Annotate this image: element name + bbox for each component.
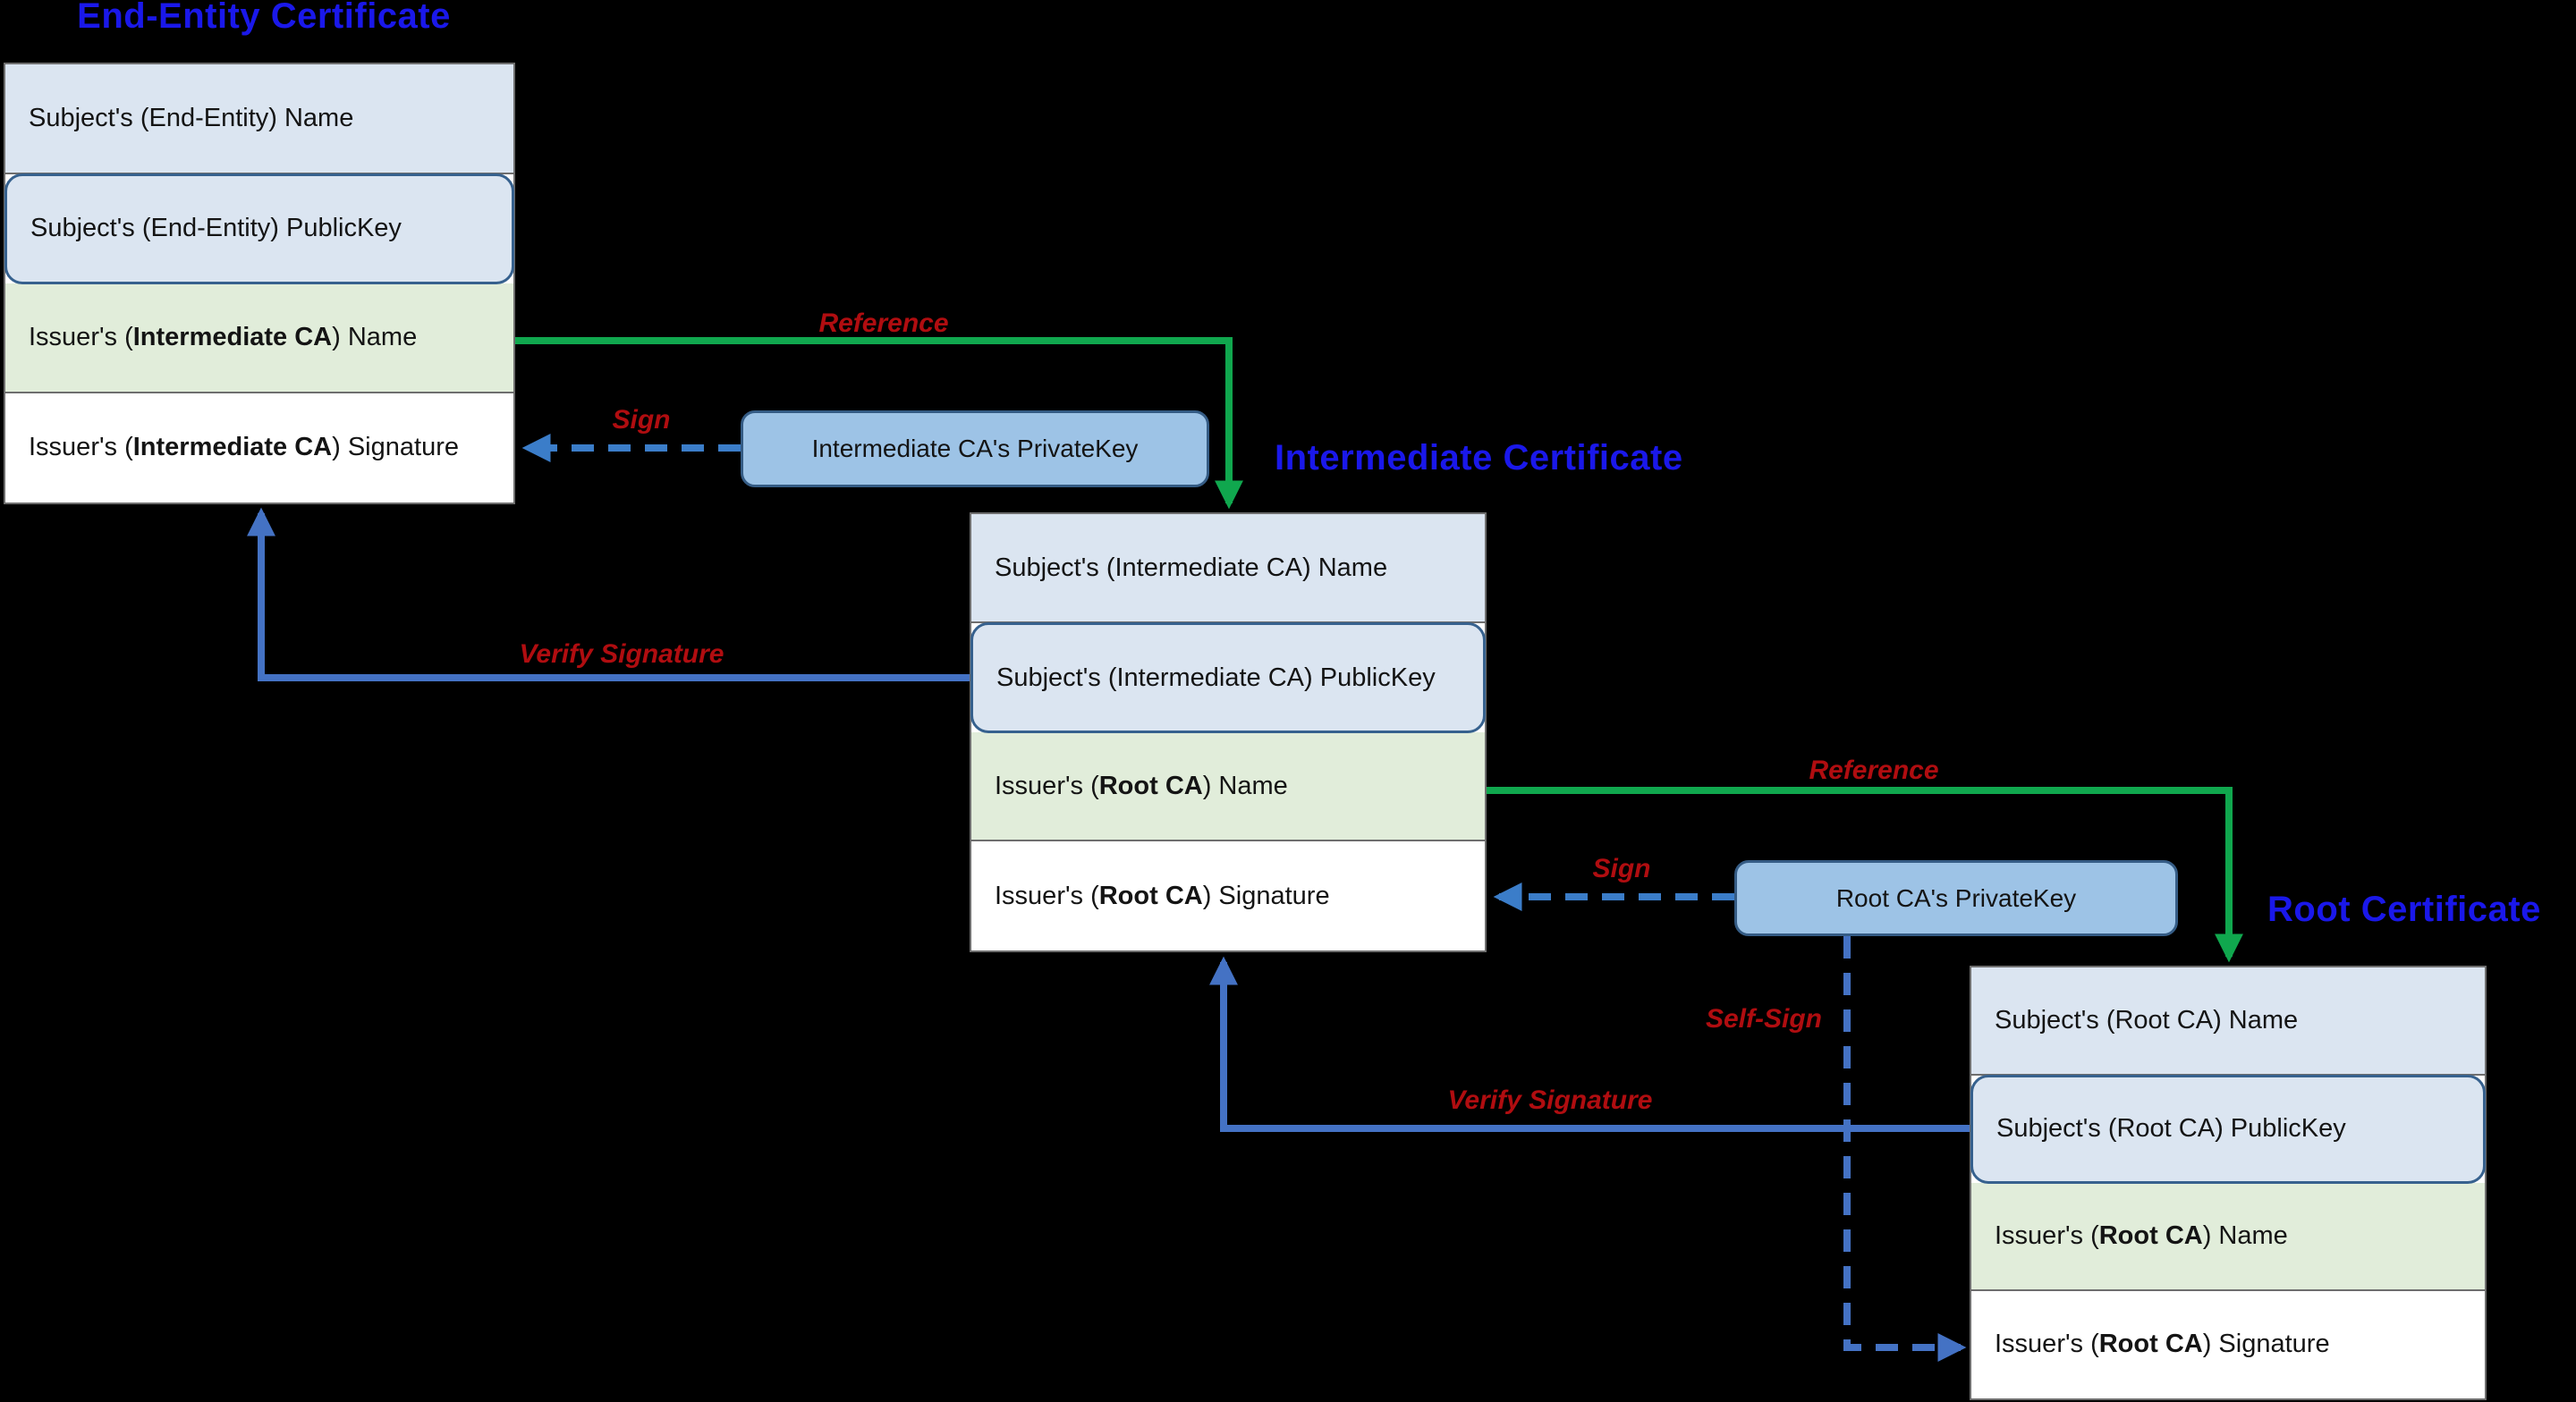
root-subject-publickey-row: Subject's (Root CA) PublicKey xyxy=(1970,1074,2486,1184)
ee-subject-publickey-text: Subject's (End-Entity) PublicKey xyxy=(30,214,402,243)
int-subject-publickey-row: Subject's (Intermediate CA) PublicKey xyxy=(970,622,1486,733)
label-sign-1: Sign xyxy=(612,405,671,435)
intermediate-ca-privatekey-box: Intermediate CA's PrivateKey xyxy=(741,410,1209,487)
root-issuer-name-row: Issuer's (Root CA) Name xyxy=(1971,1183,2485,1291)
end-entity-certificate-box: Subject's (End-Entity) Name Subject's (E… xyxy=(4,63,515,504)
arrow-verify-root-to-intermediate xyxy=(1209,956,1970,1132)
ee-subject-name-row: Subject's (End-Entity) Name xyxy=(5,64,513,174)
ee-subject-publickey-row: Subject's (End-Entity) PublicKey xyxy=(4,173,514,284)
label-reference-1: Reference xyxy=(818,308,949,338)
label-reference-2: Reference xyxy=(1809,756,1939,785)
intermediate-certificate-box: Subject's (Intermediate CA) Name Subject… xyxy=(970,512,1487,952)
ee-issuer-name-row: Issuer's (Intermediate CA) Name xyxy=(5,283,513,393)
end-entity-certificate-title: End-Entity Certificate xyxy=(77,0,451,36)
root-subject-name-row: Subject's (Root CA) Name xyxy=(1971,967,2485,1076)
root-ca-privatekey-box: Root CA's PrivateKey xyxy=(1734,860,2178,936)
int-issuer-signature-row: Issuer's (Root CA) Signature xyxy=(971,841,1485,950)
int-subject-name-row: Subject's (Intermediate CA) Name xyxy=(971,514,1485,623)
label-verify-signature-1: Verify Signature xyxy=(519,639,724,669)
int-issuer-name-row: Issuer's (Root CA) Name xyxy=(971,732,1485,841)
arrow-self-sign-root xyxy=(1843,936,1967,1362)
label-verify-signature-2: Verify Signature xyxy=(1447,1085,1653,1115)
label-self-sign: Self-Sign xyxy=(1705,1004,1823,1034)
intermediate-certificate-title: Intermediate Certificate xyxy=(1275,438,1683,477)
root-issuer-signature-row: Issuer's (Root CA) Signature xyxy=(1971,1290,2485,1398)
arrow-reference-intermediate-to-root xyxy=(1487,787,2243,963)
ee-issuer-signature-row: Issuer's (Intermediate CA) Signature xyxy=(5,393,513,503)
arrow-verify-intermediate-to-ee xyxy=(247,507,970,681)
root-certificate-box: Subject's (Root CA) Name Subject's (Root… xyxy=(1970,966,2487,1400)
root-certificate-title: Root Certificate xyxy=(2267,890,2541,929)
arrow-reference-ee-to-intermediate xyxy=(515,337,1243,510)
ee-subject-name-text: Subject's (End-Entity) Name xyxy=(29,103,354,132)
label-sign-2: Sign xyxy=(1592,854,1651,883)
